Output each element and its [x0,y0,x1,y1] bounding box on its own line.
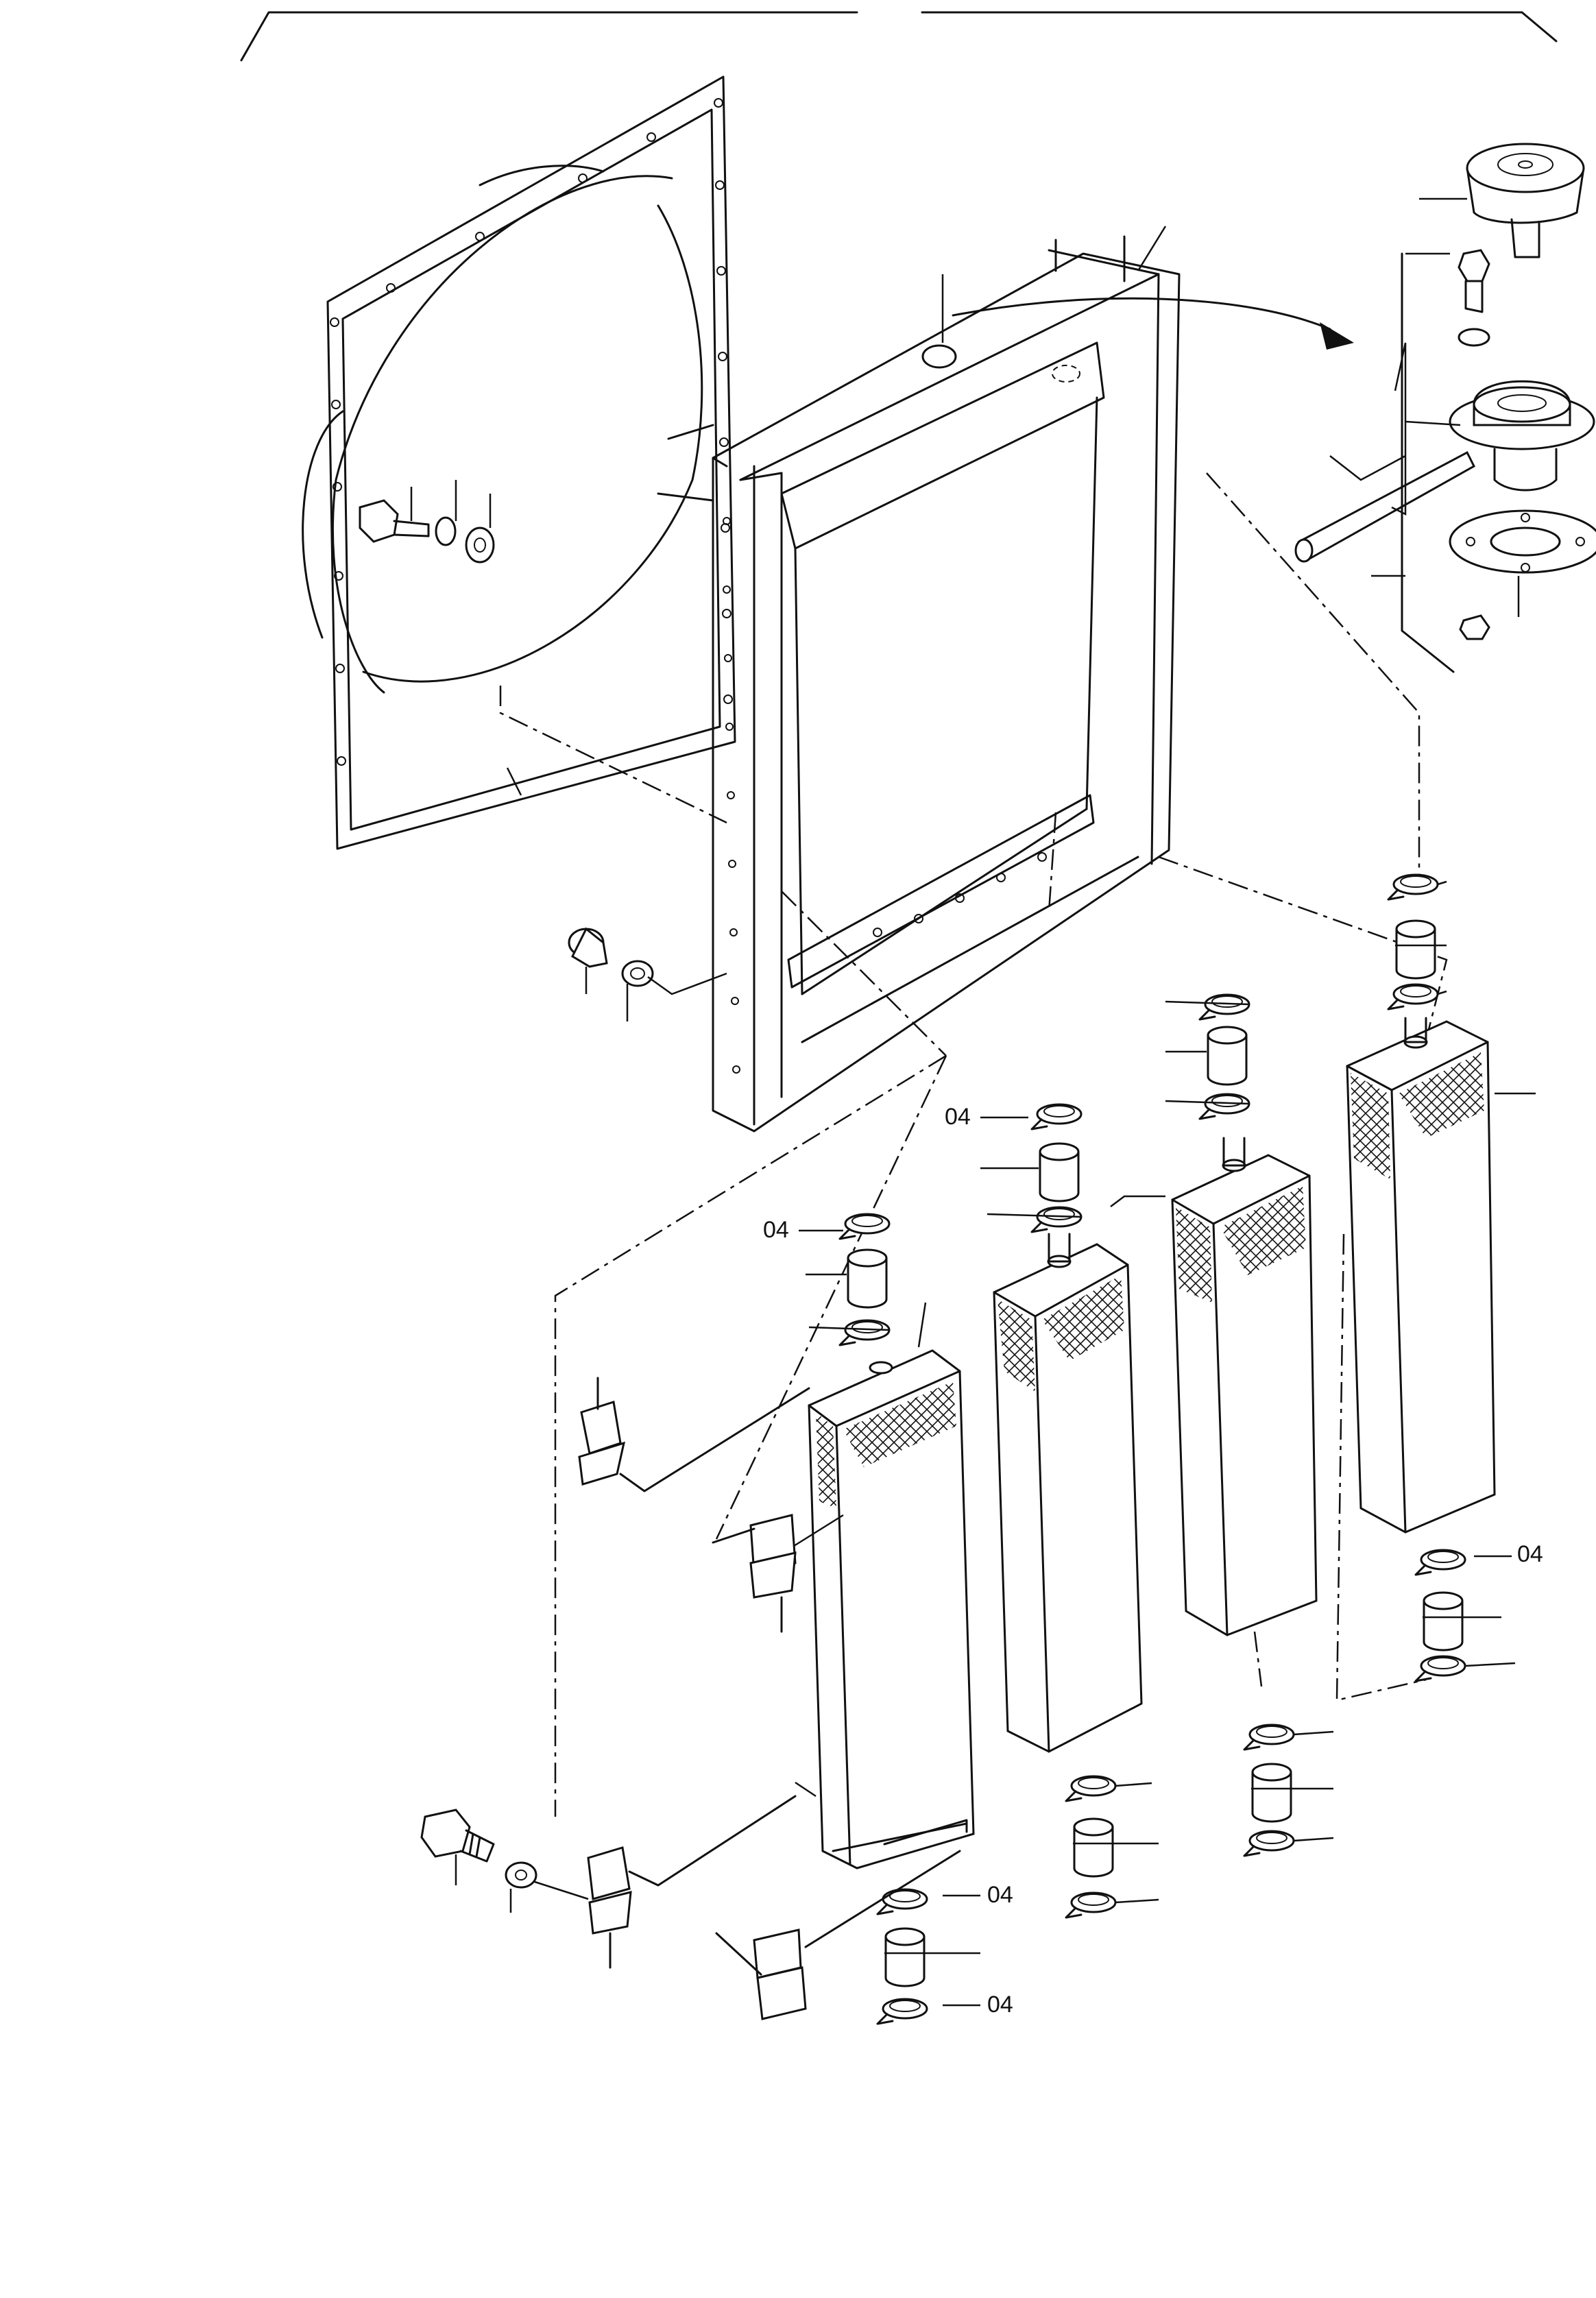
callout-labels: 04 04 04 04 04 04 [763,1104,1543,2018]
radiator-core-2 [993,1233,1143,1753]
drain-plug [568,927,727,1021]
callout-04: 04 [945,1104,971,1130]
hose-clamp [1243,1830,1334,1857]
coolant-hose [1423,1591,1501,1652]
page-frame-lines [240,11,1558,62]
filler-cap-assembly [1294,143,1596,673]
fan-shroud [302,75,736,850]
hose-clamp [1065,1775,1152,1802]
coolant-hose [1395,919,1447,980]
callout-04: 04 [1517,1541,1543,1567]
callout-04: 04 [987,1992,1013,2018]
lower-bolt [420,1809,589,1913]
detail-arrow [952,297,1354,350]
hose-clamp [838,1213,891,1240]
coolant-hose [1251,1763,1333,1823]
callout-04: 04 [763,1217,789,1243]
hose-clamp [1030,1103,1083,1130]
coolant-hose [806,1248,888,1309]
radiator-frame [712,226,1181,1133]
hose-clamp [987,1206,1083,1233]
radiator-core-1 [788,1302,975,1870]
hose-clamp [1165,1093,1250,1120]
hose-clamp [1065,1891,1159,1919]
coolant-hose [980,1142,1080,1202]
hose-clamp [876,1888,928,1915]
callout-04: 04 [987,1882,1013,1908]
coolant-hose [1073,1817,1159,1878]
radiator-core-4 [1346,1017,1536,1534]
hose-clamp [876,1998,928,2025]
mounting-brackets [578,1377,961,2020]
coolant-hose [1165,1026,1248,1086]
hose-clamp [1387,983,1447,1011]
coolant-hose [884,1927,980,1987]
hose-clamp [1243,1724,1334,1751]
hose-clamp [1387,873,1447,901]
shroud-bolt [359,480,495,564]
hose-clamp [1414,1655,1516,1682]
radiator-core-3 [1110,1137,1318,1636]
callout-leaders [799,1116,1512,2007]
hose-clamp [1414,1549,1466,1576]
hose-clamp [1165,993,1250,1021]
hose-clamps [806,873,1516,2025]
assembly-centerlines [499,472,1448,1817]
hose-clamp [808,1319,891,1346]
